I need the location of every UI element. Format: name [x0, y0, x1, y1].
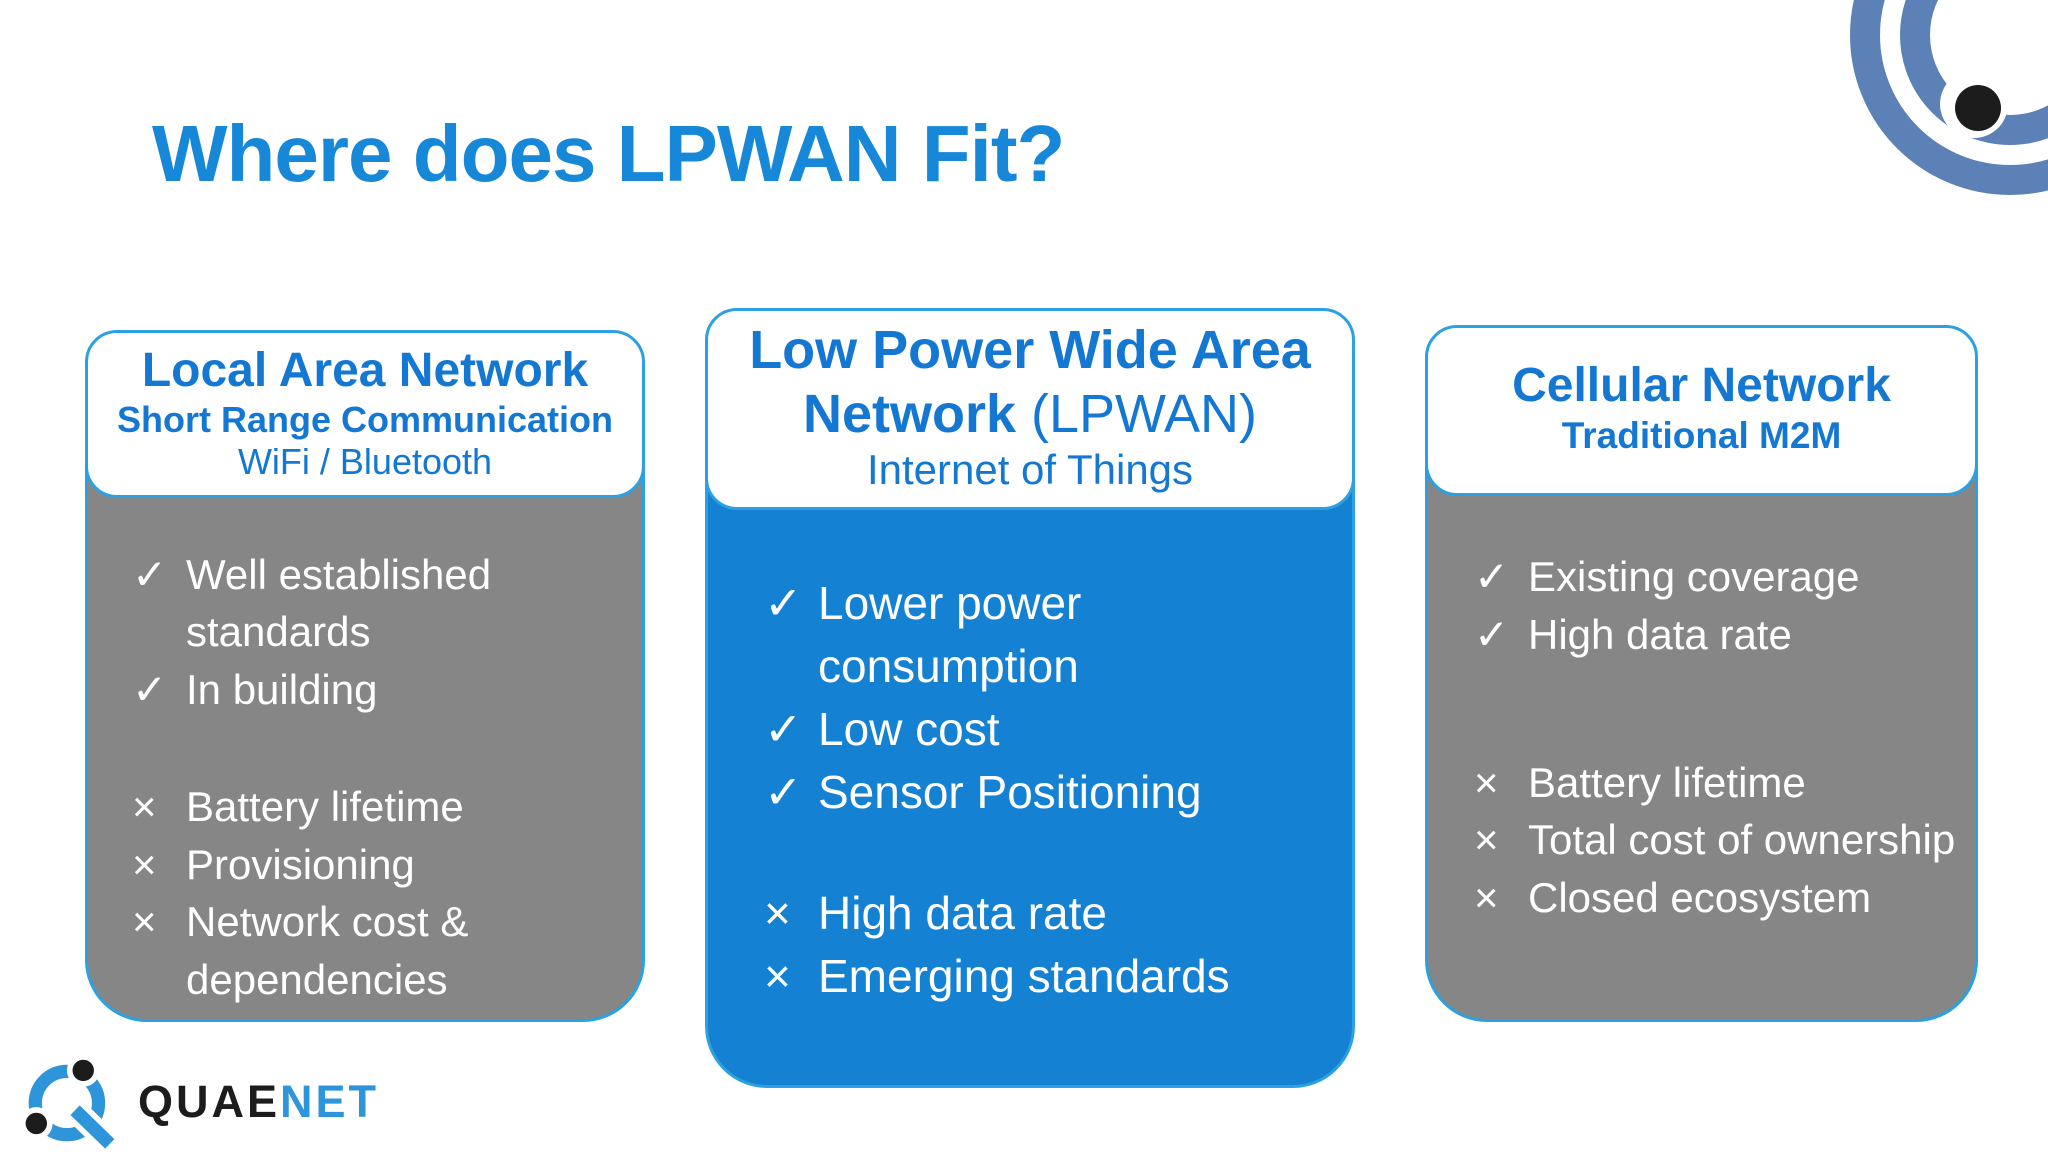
check-icon: ✓ — [1474, 610, 1510, 658]
item-text: Battery lifetime — [1528, 758, 1806, 806]
card-local-area-network: Local Area Network Short Range Communica… — [85, 330, 645, 1022]
brand-wordmark: QUAENET — [138, 1076, 379, 1128]
list-item: × Emerging standards — [764, 945, 1330, 1008]
card-lpwan: Low Power Wide Area Network (LPWAN) Inte… — [705, 308, 1355, 1088]
list-item: ✓ Lower power consumption — [764, 572, 1330, 698]
list-item: ✓ Sensor Positioning — [764, 761, 1330, 824]
item-text: Emerging standards — [818, 949, 1230, 1002]
cross-icon: × — [764, 886, 791, 939]
card-header: Local Area Network Short Range Communica… — [85, 330, 645, 498]
list-item: × Provisioning — [132, 836, 620, 894]
card-title-bold: Low Power Wide Area Network — [749, 320, 1311, 444]
check-icon: ✓ — [764, 576, 803, 629]
brand-wordmark-blue: NET — [280, 1076, 380, 1127]
check-icon: ✓ — [132, 550, 168, 598]
card-header: Low Power Wide Area Network (LPWAN) Inte… — [705, 308, 1355, 510]
item-text: Battery lifetime — [186, 783, 464, 831]
brand-wordmark-black: QUAE — [138, 1076, 281, 1127]
cross-icon: × — [132, 898, 157, 946]
card-body: ✓ Lower power consumption ✓ Low cost ✓ S… — [708, 510, 1352, 1008]
item-text: In building — [186, 665, 378, 713]
card-title: Cellular Network — [1512, 359, 1891, 412]
card-body: ✓ Well established standards ✓ In buildi… — [88, 498, 642, 1009]
card-subtitle: Internet of Things — [866, 446, 1194, 494]
quaenet-logo-icon — [20, 1054, 122, 1152]
card-subtitle-2: WiFi / Bluetooth — [237, 441, 493, 483]
item-text: Existing coverage — [1528, 553, 1860, 601]
list-item: × Battery lifetime — [132, 778, 620, 836]
cross-icon: × — [1474, 816, 1499, 864]
card-cellular-network: Cellular Network Traditional M2M ✓ Exist… — [1425, 325, 1978, 1022]
item-text: Total cost of ownership — [1528, 816, 1956, 864]
card-subtitle: Traditional M2M — [1561, 415, 1842, 457]
cross-icon: × — [1474, 758, 1499, 806]
check-icon: ✓ — [132, 665, 168, 713]
cross-icon: × — [764, 949, 791, 1002]
card-subtitle: Short Range Communication — [116, 399, 614, 441]
list-item: × Closed ecosystem — [1474, 869, 1957, 927]
check-icon: ✓ — [764, 765, 803, 818]
cross-icon: × — [1474, 873, 1499, 921]
check-icon: ✓ — [764, 702, 803, 755]
cross-icon: × — [132, 840, 157, 888]
item-text: High data rate — [818, 886, 1107, 939]
item-text: Lower power consumption — [818, 576, 1082, 692]
item-text: Network cost & dependencies — [186, 898, 469, 1003]
item-text: High data rate — [1528, 610, 1792, 658]
card-title: Local Area Network — [141, 344, 589, 397]
corner-arc-logo-icon — [1850, 0, 2048, 195]
card-body: ✓ Existing coverage ✓ High data rate × B… — [1428, 496, 1975, 926]
card-title-regular: (LPWAN) — [1016, 383, 1258, 444]
card-title: Low Power Wide Area Network (LPWAN) — [714, 319, 1346, 446]
check-icon: ✓ — [1474, 553, 1510, 601]
item-text: Closed ecosystem — [1528, 873, 1872, 921]
item-text: Sensor Positioning — [818, 765, 1202, 818]
list-item: × Total cost of ownership — [1474, 811, 1957, 869]
list-item: ✓ Low cost — [764, 698, 1330, 761]
list-item: × High data rate — [764, 882, 1330, 945]
list-item: × Battery lifetime — [1474, 754, 1957, 812]
item-text: Low cost — [818, 702, 1000, 755]
list-item: × Network cost & dependencies — [132, 893, 620, 1008]
item-text: Well established standards — [186, 550, 492, 656]
card-header: Cellular Network Traditional M2M — [1425, 325, 1978, 497]
page-title: Where does LPWAN Fit? — [152, 109, 1065, 198]
list-item: ✓ In building — [132, 661, 620, 719]
list-item: ✓ Well established standards — [132, 546, 620, 661]
list-item: ✓ Existing coverage — [1474, 548, 1957, 606]
item-text: Provisioning — [186, 840, 415, 888]
cross-icon: × — [132, 783, 157, 831]
list-item: ✓ High data rate — [1474, 606, 1957, 664]
